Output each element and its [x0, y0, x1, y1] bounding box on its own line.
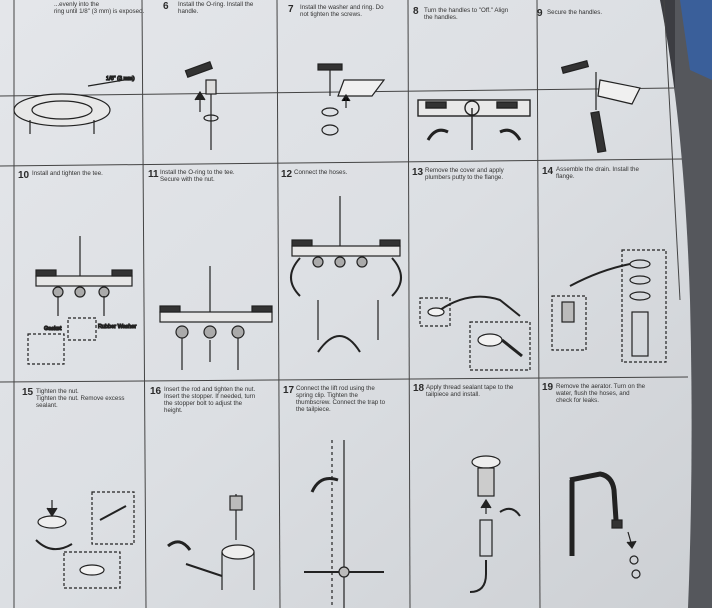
illustration-step-12	[290, 196, 402, 353]
svg-text:Remove the aerator. Turn on th: Remove the aerator. Turn on the	[556, 383, 646, 390]
svg-text:Install the O-ring to the tee.: Install the O-ring to the tee.	[160, 169, 235, 176]
svg-text:Install and tighten the tee.: Install and tighten the tee.	[32, 170, 103, 177]
svg-text:Assemble the drain. Install th: Assemble the drain. Install the	[556, 166, 639, 173]
step-14: 14 Assemble the drain. Install the flang…	[542, 166, 639, 180]
grid-lines	[0, 0, 688, 608]
svg-text:Install the washer and ring. D: Install the washer and ring. Do	[300, 4, 384, 11]
svg-text:7: 7	[288, 4, 294, 15]
step-19: 19 Remove the aerator. Turn on the water…	[542, 382, 646, 404]
svg-text:thumbscrew. Connect the trap t: thumbscrew. Connect the trap to	[296, 399, 386, 406]
svg-text:Tighten the nut. Remove excess: Tighten the nut. Remove excess	[36, 395, 125, 402]
svg-text:ring until 1/8" (3 mm) is expo: ring until 1/8" (3 mm) is exposed.	[54, 8, 145, 15]
step-18: 18 Apply thread sealant tape to the tail…	[413, 383, 514, 398]
svg-text:check for leaks.: check for leaks.	[556, 397, 599, 404]
step-5-tail: ...evenly into the ring until 1/8" (3 mm…	[54, 1, 145, 15]
svg-text:12: 12	[281, 169, 293, 180]
step-7: 7 Install the washer and ring. Do not ti…	[288, 4, 384, 18]
step-15: 15 Tighten the nut. Tighten the nut. Rem…	[22, 387, 125, 409]
svg-text:Rubber Washer: Rubber Washer	[98, 324, 136, 330]
step-17: 17 Connect the lift rod using the spring…	[283, 385, 386, 413]
svg-text:Turn the handles to "Off." Ali: Turn the handles to "Off." Align	[424, 7, 509, 14]
illustration-step-14	[551, 249, 667, 363]
svg-text:11: 11	[148, 169, 159, 180]
svg-text:16: 16	[150, 386, 162, 397]
illustration-step-6	[184, 61, 219, 150]
step-11: 11 Install the O-ring to the tee. Secure…	[148, 169, 235, 183]
illustration-step-18	[469, 455, 521, 593]
svg-text:1/8" (3 mm): 1/8" (3 mm)	[106, 76, 135, 82]
svg-text:spring clip. Tighten the: spring clip. Tighten the	[296, 392, 358, 399]
illustration-step-5: 1/8" (3 mm)	[13, 75, 135, 134]
svg-text:Secure the handles.: Secure the handles.	[547, 9, 602, 16]
svg-text:Secure with the nut.: Secure with the nut.	[160, 176, 215, 183]
illustration-step-15	[35, 491, 135, 589]
svg-text:Install the O-ring. Install th: Install the O-ring. Install the	[178, 1, 254, 8]
illustration-step-13	[419, 295, 531, 371]
svg-text:Remove the cover and apply: Remove the cover and apply	[425, 167, 505, 174]
step-13: 13 Remove the cover and apply plumbers p…	[412, 167, 505, 181]
svg-text:10: 10	[18, 170, 30, 181]
svg-text:not tighten the screws.: not tighten the screws.	[300, 11, 362, 18]
svg-text:plumbers putty to the flange.: plumbers putty to the flange.	[425, 174, 503, 181]
svg-text:9: 9	[537, 8, 543, 19]
svg-text:17: 17	[283, 385, 295, 396]
step-12: 12 Connect the hoses.	[281, 169, 348, 180]
svg-text:Connect the hoses.: Connect the hoses.	[294, 169, 348, 176]
svg-text:13: 13	[412, 167, 424, 178]
illustration-step-16	[167, 494, 255, 590]
illustration-step-17	[304, 440, 384, 608]
svg-text:water, flush the hoses, and: water, flush the hoses, and	[555, 390, 630, 397]
svg-text:Tighten the nut.: Tighten the nut.	[36, 388, 79, 395]
step-16: 16 Insert the rod and tighten the nut. I…	[150, 386, 256, 414]
svg-text:the handles.: the handles.	[424, 14, 458, 21]
step-8: 8 Turn the handles to "Off." Align the h…	[413, 6, 509, 21]
step-9: 9 Secure the handles.	[537, 8, 602, 19]
svg-text:tailpiece and install.: tailpiece and install.	[426, 391, 480, 398]
illustration-step-19	[569, 471, 641, 579]
svg-text:Insert the stopper. If needed,: Insert the stopper. If needed, turn	[164, 393, 256, 400]
illustration-step-11	[159, 266, 273, 370]
svg-text:19: 19	[542, 382, 554, 393]
svg-text:Connect the lift rod using the: Connect the lift rod using the	[296, 385, 375, 392]
svg-text:height.: height.	[164, 407, 183, 414]
svg-text:the tailpiece.: the tailpiece.	[296, 406, 331, 413]
svg-text:Gasket: Gasket	[44, 326, 62, 332]
step-6: 6 Install the O-ring. Install the handle…	[163, 1, 254, 15]
svg-text:8: 8	[413, 6, 419, 17]
svg-text:18: 18	[413, 383, 425, 394]
svg-text:Insert the rod and tighten the: Insert the rod and tighten the nut.	[164, 386, 255, 393]
svg-text:sealant.: sealant.	[36, 402, 58, 409]
illustration-step-7	[317, 63, 386, 136]
step-10: 10 Install and tighten the tee.	[18, 170, 103, 181]
svg-text:Apply thread sealant tape to t: Apply thread sealant tape to the	[426, 384, 514, 391]
svg-text:14: 14	[542, 166, 554, 177]
illustration-step-10: Gasket Rubber Washer	[27, 236, 137, 365]
svg-text:flange.: flange.	[556, 173, 575, 180]
svg-text:handle.: handle.	[178, 8, 199, 15]
illustration-step-8	[417, 99, 531, 150]
svg-text:15: 15	[22, 387, 34, 398]
svg-text:the stopper bolt to adjust the: the stopper bolt to adjust the	[164, 400, 243, 407]
illustration-step-9	[560, 60, 641, 154]
svg-text:6: 6	[163, 1, 169, 12]
svg-text:...evenly into the: ...evenly into the	[54, 1, 100, 8]
